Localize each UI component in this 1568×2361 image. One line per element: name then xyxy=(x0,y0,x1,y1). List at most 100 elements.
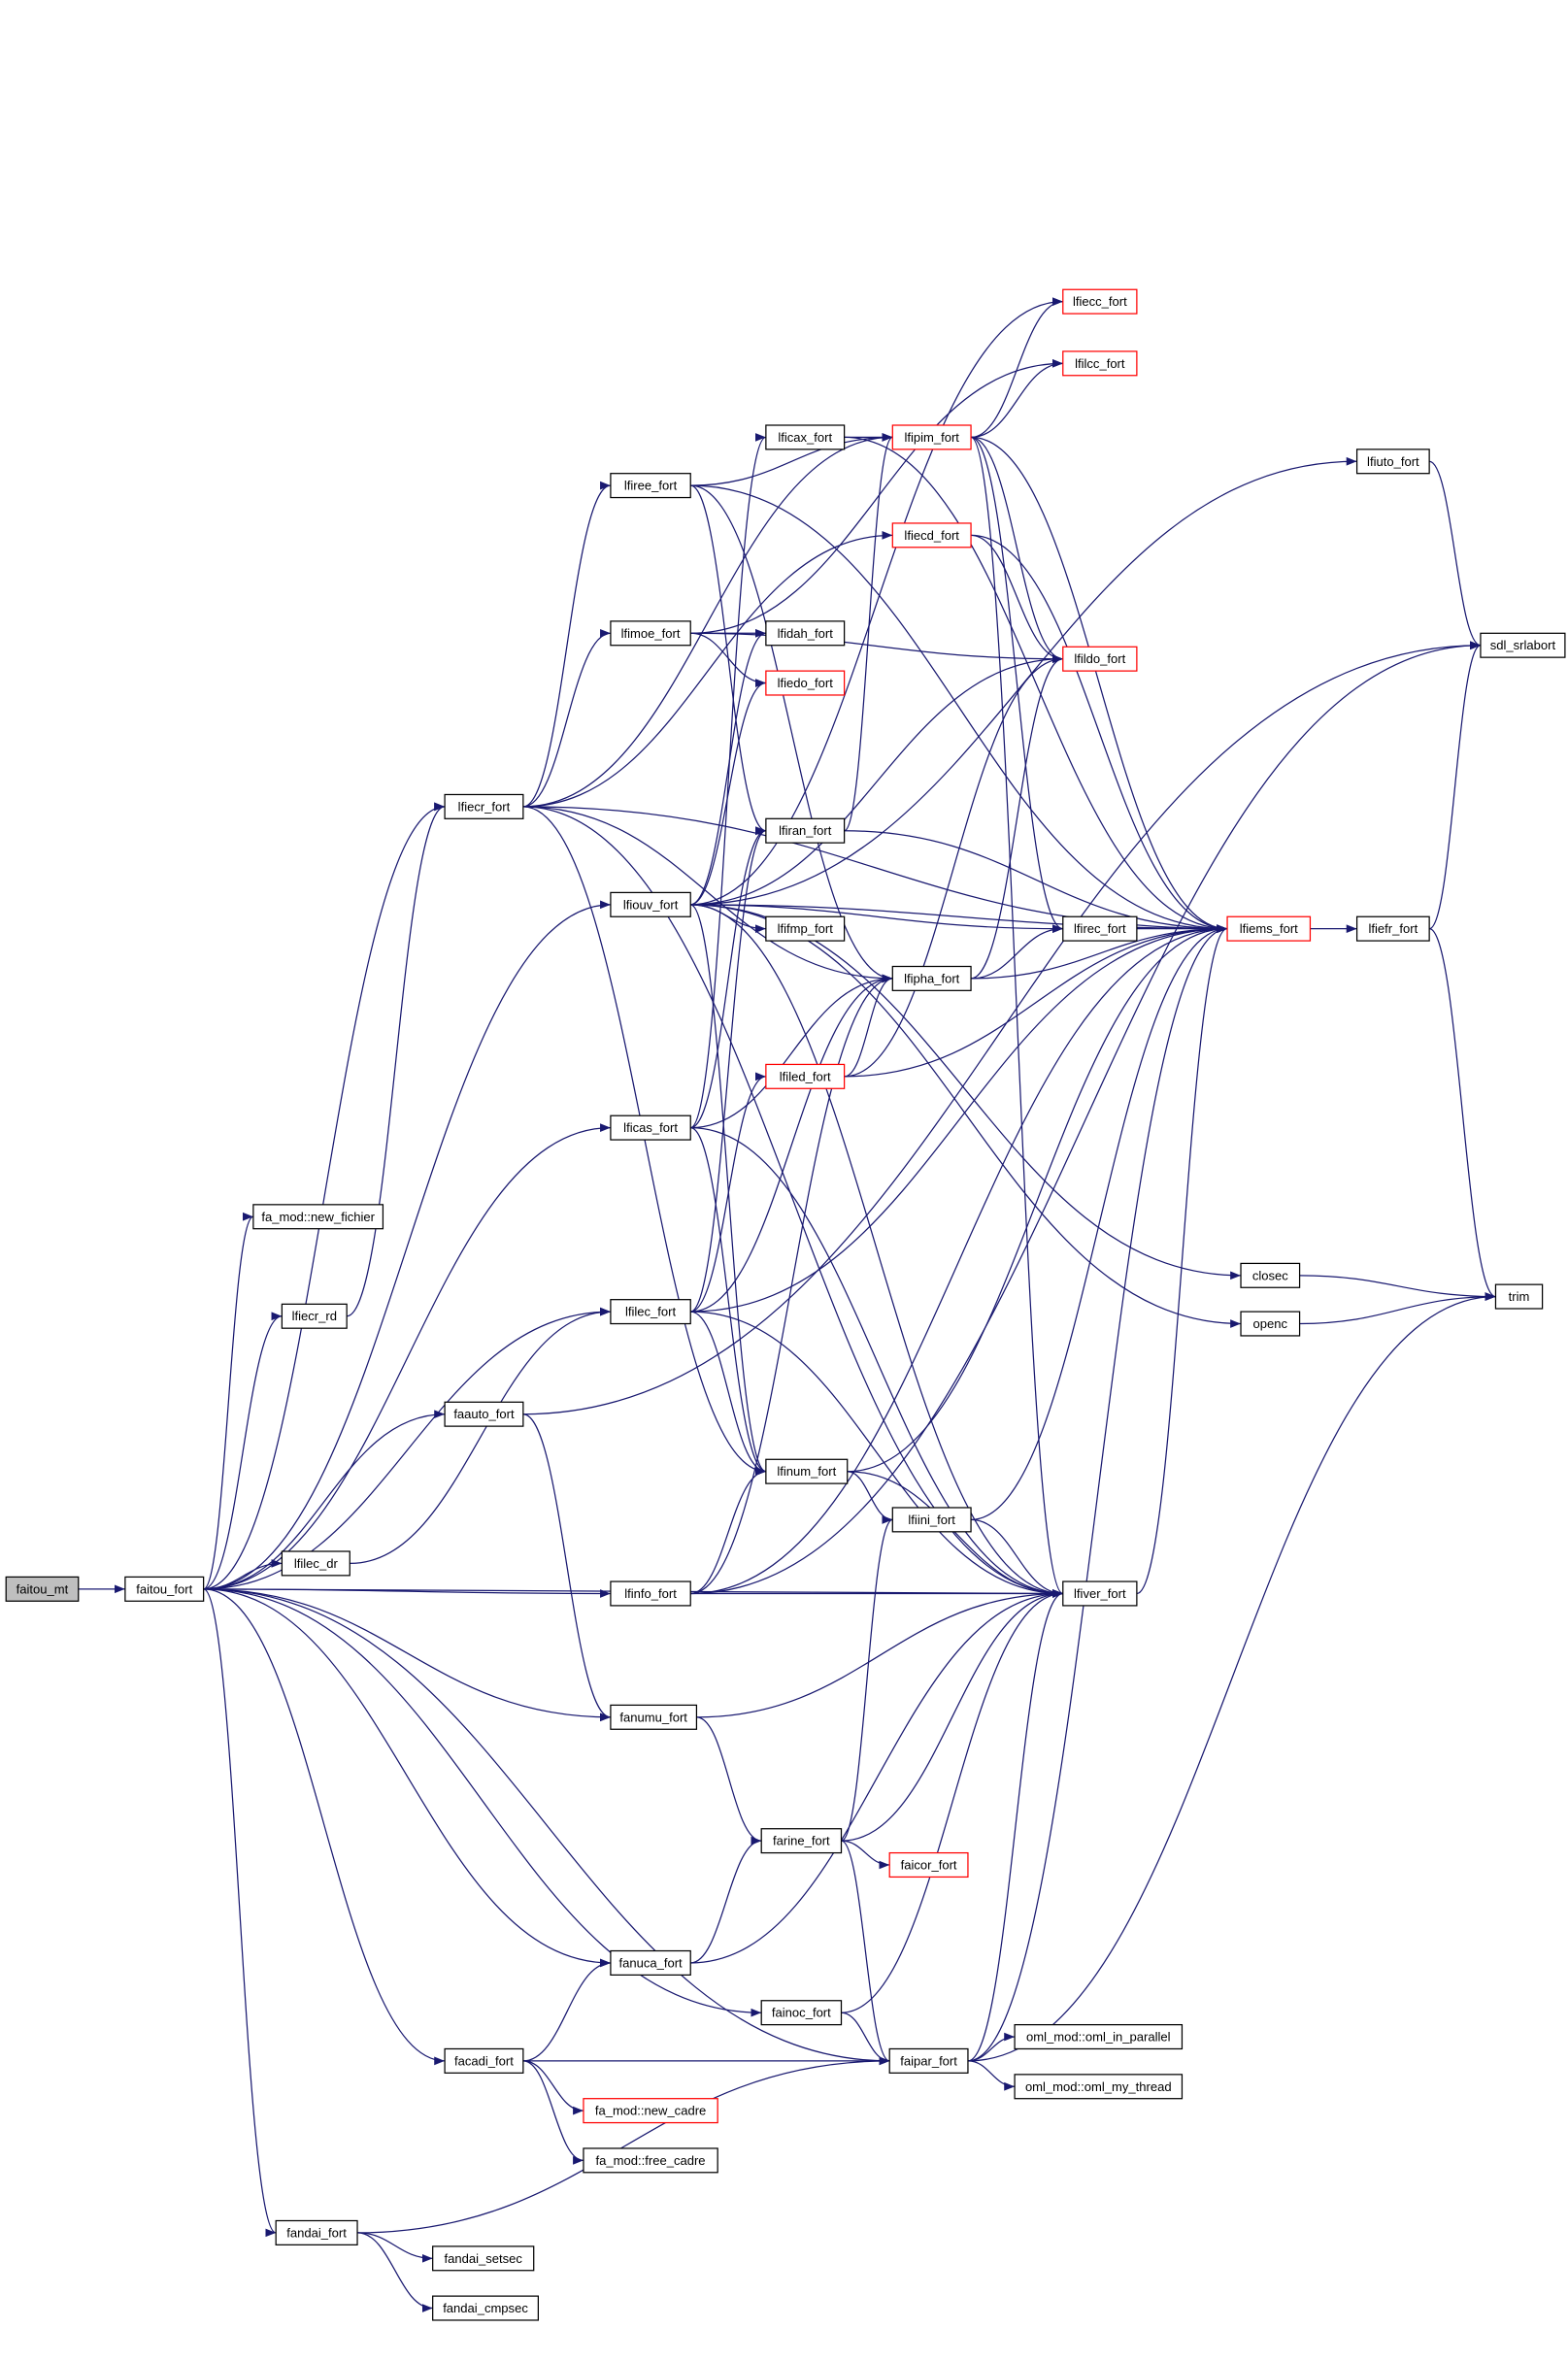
node-lficax-fort[interactable]: lficax_fort xyxy=(765,424,846,450)
node-box xyxy=(1355,449,1430,475)
edge-fanuca_fort-to-farine_fort xyxy=(690,1836,762,1964)
edge-lfiouv_fort-to-lfinum_fort xyxy=(689,904,767,1476)
edge-lfilec_fort-to-lfinum_fort xyxy=(690,1311,766,1477)
edge-faitou_fort-to-facadi_fort xyxy=(203,1588,446,2066)
node-lfifmp-fort[interactable]: lfifmp_fort xyxy=(765,915,846,942)
node-box xyxy=(891,522,972,549)
node-lfiedo-fort[interactable]: lfiedo_fort xyxy=(765,670,846,696)
node-new-fichier[interactable]: fa_mod::new_fichier xyxy=(252,1204,384,1230)
node-lfildo-fort[interactable]: lfildo_fort xyxy=(1062,646,1138,672)
edge-lfiouv_fort-to-lfiedo_fort xyxy=(690,679,766,906)
node-lfilcc-fort[interactable]: lfilcc_fort xyxy=(1062,350,1138,377)
node-label: faitou_mt xyxy=(17,1581,69,1596)
edge-farine_fort-to-lfiini_fort xyxy=(841,1515,893,1842)
edge-faitou_fort-to-fainoc_fort xyxy=(203,1588,762,2017)
node-lfiini-fort[interactable]: lfiini_fort xyxy=(891,1507,972,1533)
edge-faitou_fort-to-lficas_fort xyxy=(203,1123,611,1590)
edge-lfimoe_fort-to-lfildo_fort xyxy=(690,632,1063,664)
edge-lficas_fort-to-lficax_fort xyxy=(689,433,767,1129)
node-facadi-fort[interactable]: facadi_fort xyxy=(444,2047,524,2074)
node-oml-in-parallel[interactable]: oml_mod::oml_in_parallel xyxy=(1014,2023,1184,2050)
edge-fandai_fort-to-fandai_setsec xyxy=(357,2232,433,2263)
node-lfilec-fort[interactable]: lfilec_fort xyxy=(610,1299,691,1325)
node-faicor-fort[interactable]: faicor_fort xyxy=(888,1851,969,1879)
node-fandai-cmpsec[interactable]: fandai_cmpsec xyxy=(432,2295,540,2321)
node-box xyxy=(1480,632,1566,658)
node-lfiems-fort[interactable]: lfiems_fort xyxy=(1226,915,1312,942)
node-faipar-fort[interactable]: faipar_fort xyxy=(888,2047,969,2074)
node-faauto-fort[interactable]: faauto_fort xyxy=(444,1401,524,1427)
node-lfiecc-fort[interactable]: lfiecc_fort xyxy=(1062,288,1138,315)
edge-lfiecr_fort-to-lfipim_fort xyxy=(522,433,893,808)
node-lficas-fort[interactable]: lficas_fort xyxy=(610,1114,691,1141)
node-lfimoe-fort[interactable]: lfimoe_fort xyxy=(610,620,691,647)
node-label: faitou_fort xyxy=(136,1581,192,1596)
node-lfilec-dr[interactable]: lfilec_dr xyxy=(281,1550,350,1577)
node-sdl-srlabort[interactable]: sdl_srlabort xyxy=(1480,632,1566,658)
edge-lfipim_fort-to-lfilcc_fort xyxy=(971,359,1063,439)
node-lfirec-fort[interactable]: lfirec_fort xyxy=(1062,915,1138,942)
edge-lfilec_fort-to-lfiems_fort xyxy=(690,924,1228,1313)
node-lfinum-fort[interactable]: lfinum_fort xyxy=(765,1458,849,1484)
node-lfiefr-fort[interactable]: lfiefr_fort xyxy=(1355,915,1430,942)
node-lfinfo-fort[interactable]: lfinfo_fort xyxy=(610,1580,691,1607)
node-label: lfiems_fort xyxy=(1240,921,1298,936)
node-lfiecr-fort[interactable]: lfiecr_fort xyxy=(444,793,524,819)
edge-lfipim_fort-to-lfiecc_fort xyxy=(971,297,1063,439)
node-faitou-fort[interactable]: faitou_fort xyxy=(124,1576,205,1602)
node-lfipim-fort[interactable]: lfipim_fort xyxy=(891,424,972,450)
node-box xyxy=(432,2245,535,2272)
node-label: lfifmp_fort xyxy=(778,921,834,936)
edge-lfilec_fort-to-lfiran_fort xyxy=(690,826,767,1313)
node-faitou-mt[interactable]: faitou_mt xyxy=(5,1576,80,1602)
node-oml-my-thread[interactable]: oml_mod::oml_my_thread xyxy=(1014,2074,1184,2100)
node-box xyxy=(760,2000,843,2026)
edge-faitou_fort-to-faauto_fort xyxy=(203,1410,446,1590)
node-fandai-fort[interactable]: fandai_fort xyxy=(275,2219,358,2245)
edge-lfiled_fort-to-lfildo_fort xyxy=(844,654,1063,1078)
node-box xyxy=(432,2295,540,2321)
edge-lfiree_fort-to-lfiems_fort xyxy=(690,484,1228,933)
node-fainoc-fort[interactable]: fainoc_fort xyxy=(760,2000,843,2026)
node-trim[interactable]: trim xyxy=(1494,1283,1544,1310)
node-lfiouv-fort[interactable]: lfiouv_fort xyxy=(610,891,691,917)
node-lfiree-fort[interactable]: lfiree_fort xyxy=(610,473,691,499)
node-fanumu-fort[interactable]: fanumu_fort xyxy=(610,1704,698,1730)
edge-fanumu_fort-to-lfiver_fort xyxy=(696,1589,1063,1718)
node-label: faipar_fort xyxy=(900,2053,957,2068)
node-box xyxy=(124,1576,205,1602)
node-closec[interactable]: closec xyxy=(1240,1262,1301,1288)
node-lfidah-fort[interactable]: lfidah_fort xyxy=(765,620,846,647)
edge-lfinfo_fort-to-lfiems_fort xyxy=(690,924,1228,1595)
node-openc[interactable]: openc xyxy=(1240,1311,1301,1337)
node-box xyxy=(1014,2023,1184,2050)
node-lfiecr-rd[interactable]: lfiecr_rd xyxy=(281,1303,348,1329)
node-label: oml_mod::oml_my_thread xyxy=(1025,2079,1172,2094)
edge-lfiecr_fort-to-lfipha_fort xyxy=(522,806,893,983)
node-free-cadre[interactable]: fa_mod::free_cadre xyxy=(583,2147,718,2174)
node-lfiuto-fort[interactable]: lfiuto_fort xyxy=(1355,449,1430,475)
edge-faipar_fort-to-lfiver_fort xyxy=(967,1589,1063,2062)
edge-faitou_fort-to-lfiecr_rd xyxy=(203,1312,283,1590)
edge-faipar_fort-to-oml_my_thread xyxy=(967,2060,1016,2091)
node-label: farine_fort xyxy=(773,1834,830,1848)
node-lfiver-fort[interactable]: lfiver_fort xyxy=(1062,1580,1138,1607)
node-farine-fort[interactable]: farine_fort xyxy=(760,1828,843,1854)
node-box xyxy=(765,670,846,696)
node-box xyxy=(1494,1283,1544,1310)
edge-faitou_fort-to-lfilec_fort xyxy=(203,1307,611,1590)
node-label: fandai_fort xyxy=(286,2225,347,2240)
edge-lfiouv_fort-to-lfirec_fort xyxy=(690,904,1063,934)
node-fanuca-fort[interactable]: fanuca_fort xyxy=(610,1949,691,1976)
node-lfiecd-fort[interactable]: lfiecd_fort xyxy=(891,522,972,549)
node-new-cadre[interactable]: fa_mod::new_cadre xyxy=(583,2098,718,2124)
node-fandai-setsec[interactable]: fandai_setsec xyxy=(432,2245,535,2272)
node-lfipha-fort[interactable]: lfipha_fort xyxy=(891,965,972,991)
node-box xyxy=(891,424,972,450)
edge-lfiouv_fort-to-lfiecc_fort xyxy=(690,297,1063,906)
edge-lfiefr_fort-to-sdl_srlabort xyxy=(1428,641,1482,930)
node-label: lfiree_fort xyxy=(624,479,678,493)
node-lfiran-fort[interactable]: lfiran_fort xyxy=(765,817,846,844)
node-label: fandai_cmpsec xyxy=(443,2301,528,2315)
node-lfiled-fort[interactable]: lfiled_fort xyxy=(765,1063,846,1089)
